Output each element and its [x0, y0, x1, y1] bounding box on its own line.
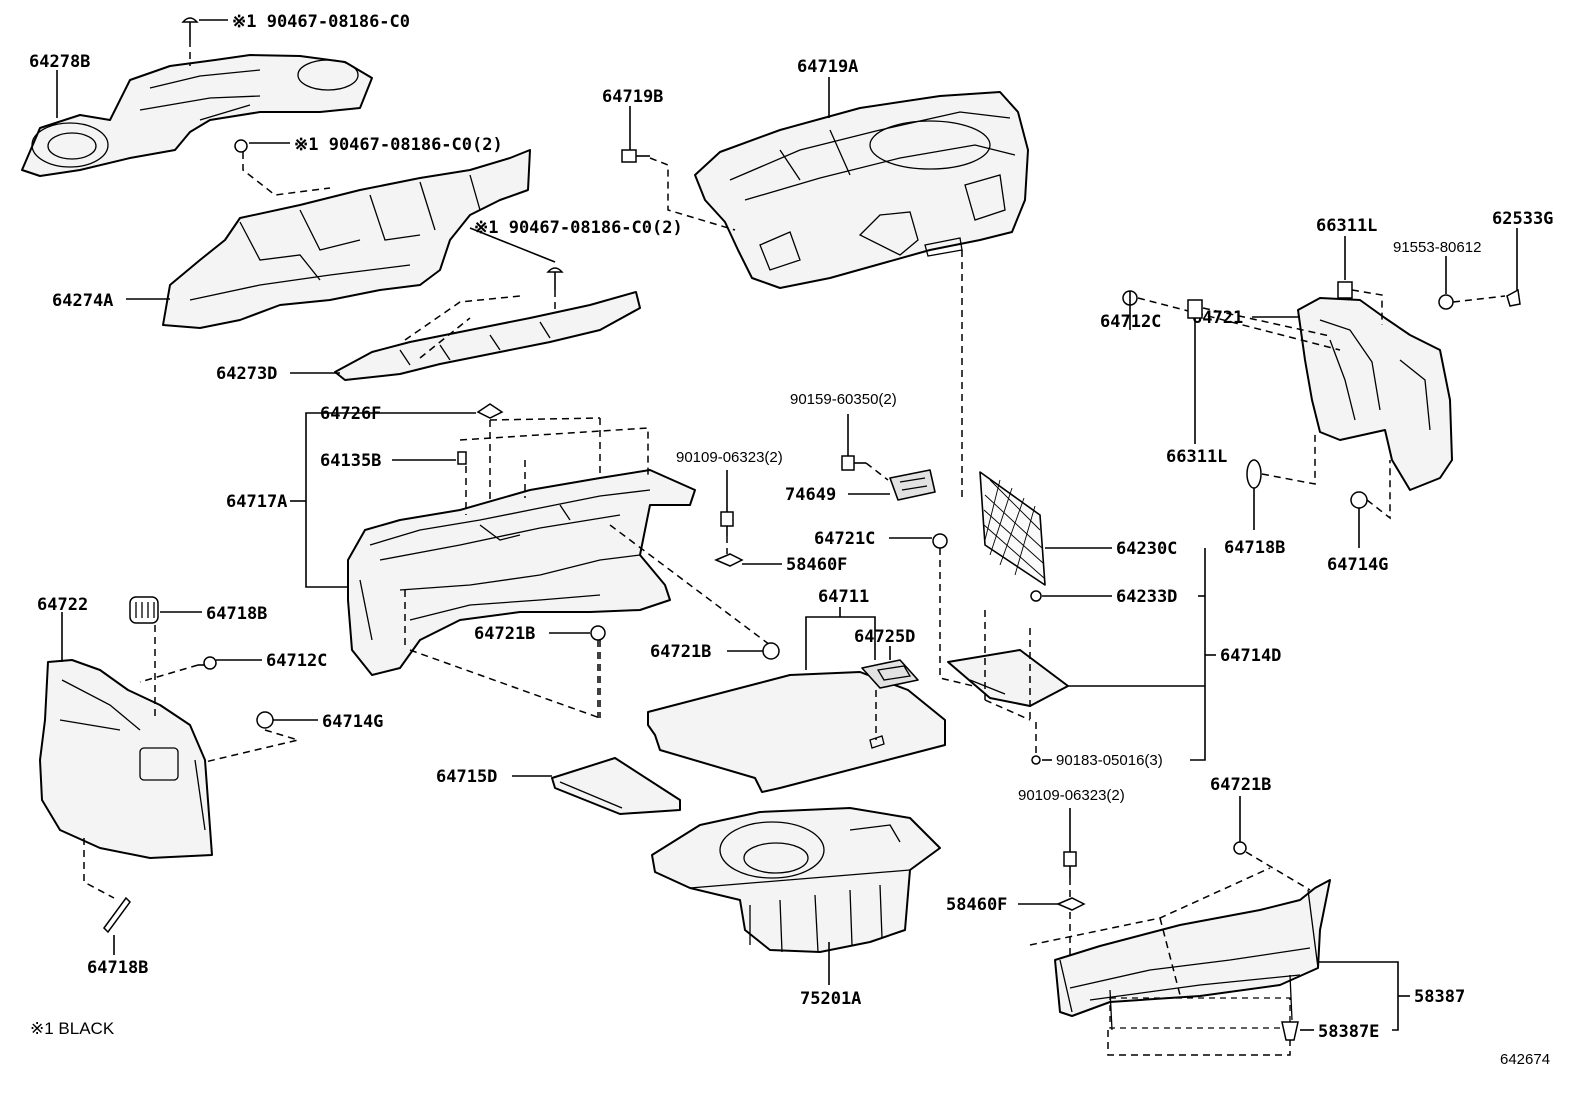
diagram-code: 642674: [1500, 1051, 1550, 1068]
grommet-icon: [1246, 459, 1262, 489]
label-58387e: 58387E: [1318, 1022, 1379, 1042]
label-90109-top: 90109-06323(2): [676, 449, 783, 466]
label-74649: 74649: [785, 485, 836, 505]
part-64274a-panel: [162, 149, 531, 329]
bolt-fastener-icon: [621, 149, 650, 163]
part-64721-side-trim: [1297, 297, 1453, 491]
nut-plate-icon: [714, 553, 744, 567]
nut-fastener-icon: [1438, 294, 1454, 310]
bolt-fastener-icon: [720, 511, 734, 536]
label-64721b-center: 64721B: [650, 642, 711, 662]
clip-fastener-icon: [234, 139, 248, 153]
label-66311l-mid: 66311L: [1166, 447, 1227, 467]
grommet-icon: [103, 896, 131, 934]
clip-fastener-icon: [1030, 590, 1042, 602]
part-74649-bracket: [889, 469, 936, 501]
label-58387: 58387: [1414, 987, 1465, 1007]
label-90159: 90159-60350(2): [790, 391, 897, 408]
label-64726f: 64726F: [320, 404, 381, 424]
clip-fastener-icon: [256, 711, 274, 729]
part-64278b-silencer: [21, 54, 373, 177]
bolt-fastener-icon: [841, 455, 866, 471]
bolt-fastener-icon: [1063, 851, 1077, 878]
part-64714d-deck-board: [947, 649, 1069, 707]
label-clip-3: ※1 90467-08186-C0(2): [474, 218, 683, 238]
label-64721b-mid: 64721B: [474, 624, 535, 644]
footnote: ※1 BLACK: [30, 1019, 115, 1038]
clip-fastener-icon: [1506, 288, 1521, 307]
part-64725d-hook: [861, 659, 919, 689]
label-64712c-right: 64712C: [1100, 312, 1161, 332]
clip-fastener-icon: [1350, 491, 1368, 509]
label-66311l-top: 66311L: [1316, 216, 1377, 236]
label-64714g-right: 64714G: [1327, 555, 1388, 575]
label-64718b-left: 64718B: [206, 604, 267, 624]
clip-fastener-icon: [1187, 299, 1203, 319]
nut-plate-icon: [1056, 897, 1086, 911]
clip-fastener-icon: [476, 403, 504, 419]
label-64233d: 64233D: [1116, 587, 1177, 607]
label-clip-2: ※1 90467-08186-C0(2): [294, 135, 503, 155]
label-64135b: 64135B: [320, 451, 381, 471]
part-75201a-tray: [651, 807, 941, 953]
part-64230c-net: [979, 471, 1046, 586]
label-64278b: 64278B: [29, 52, 90, 72]
bolt-fastener-icon: [198, 656, 217, 670]
label-64718b-bottom: 64718B: [87, 958, 148, 978]
part-64719a-lid-trim: [694, 91, 1029, 289]
label-64722: 64722: [37, 595, 88, 615]
part-64722-side-trim: [39, 659, 213, 859]
label-64714g-left: 64714G: [322, 712, 383, 732]
part-64715d-mat: [551, 757, 681, 815]
label-64721: 64721: [1192, 308, 1243, 328]
label-clip-1: ※1 90467-08186-C0: [232, 12, 410, 32]
plug-icon: [457, 451, 467, 465]
label-58460f-bottom: 58460F: [946, 895, 1007, 915]
label-64273d: 64273D: [216, 364, 277, 384]
clip-fastener-icon: [1233, 841, 1247, 855]
part-64717a-floor-trim: [347, 469, 696, 676]
label-64274a: 64274A: [52, 291, 113, 311]
label-64719b: 64719B: [602, 87, 663, 107]
part-64273d-bar: [334, 291, 641, 381]
pin-fastener-icon: [932, 533, 948, 549]
label-64721c: 64721C: [814, 529, 875, 549]
label-62533g: 62533G: [1492, 209, 1553, 229]
label-64714d: 64714D: [1220, 646, 1281, 666]
part-64711-floor-mat: [647, 671, 946, 793]
label-64715d: 64715D: [436, 767, 497, 787]
label-90109-bottom: 90109-06323(2): [1018, 787, 1125, 804]
label-58460f-top: 58460F: [786, 555, 847, 575]
label-64230c: 64230C: [1116, 539, 1177, 559]
part-58387-sill-plate: [1054, 879, 1331, 1031]
clip-fastener-icon: [1031, 755, 1041, 765]
clip-fastener-icon: [181, 17, 199, 40]
label-64721b-right: 64721B: [1210, 775, 1271, 795]
label-75201a: 75201A: [800, 989, 861, 1009]
label-90183: 90183-05016(3): [1056, 752, 1163, 769]
clip-fastener-icon: [1281, 1021, 1299, 1041]
clip-fastener-icon: [546, 267, 564, 290]
label-64718b-right: 64718B: [1224, 538, 1285, 558]
label-64711: 64711: [818, 587, 869, 607]
label-64725d: 64725D: [854, 627, 915, 647]
label-64717a: 64717A: [226, 492, 287, 512]
pin-fastener-icon: [590, 625, 606, 641]
grommet-icon: [129, 596, 159, 624]
clip-fastener-icon: [1337, 281, 1353, 299]
label-64719a: 64719A: [797, 57, 858, 77]
label-64712c-left: 64712C: [266, 651, 327, 671]
label-91553: 91553-80612: [1393, 239, 1481, 256]
pin-fastener-icon: [762, 642, 780, 660]
